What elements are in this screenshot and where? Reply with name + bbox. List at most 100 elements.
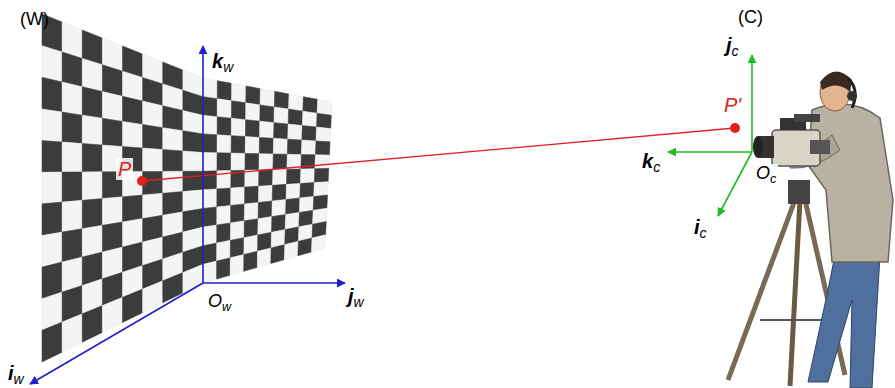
checker-square: [62, 82, 82, 115]
checker-square: [317, 99, 332, 115]
checker-square: [42, 141, 62, 173]
checker-square: [231, 136, 245, 154]
checker-square: [217, 240, 231, 261]
checker-square: [62, 112, 82, 144]
checker-square: [286, 198, 300, 215]
checker-square: [82, 306, 102, 343]
checker-square: [288, 124, 303, 140]
checker-square: [287, 139, 302, 154]
checker-square: [42, 322, 62, 362]
frame-name: (C): [738, 8, 763, 28]
checker-square: [62, 314, 82, 352]
checker-square: [272, 199, 286, 216]
checker-square: [271, 245, 285, 264]
checker-square: [246, 86, 261, 105]
checker-square: [300, 169, 314, 184]
checker-square: [245, 170, 259, 187]
point-name: P': [722, 94, 743, 116]
checker-square: [260, 105, 275, 123]
checker-square: [42, 202, 62, 235]
checker-square: [231, 204, 245, 223]
checker-square: [143, 125, 163, 150]
checker-square: [102, 297, 122, 332]
checker-square: [102, 92, 122, 122]
checker-square: [123, 121, 143, 148]
checker-square: [259, 137, 273, 154]
checker-square: [203, 243, 217, 264]
checker-square: [314, 182, 328, 197]
checker-square: [123, 195, 143, 222]
checker-square: [82, 87, 102, 119]
checker-square: [273, 154, 287, 170]
checker-square: [183, 131, 203, 153]
axis-name: jw: [348, 285, 364, 311]
checker-square: [299, 196, 313, 212]
checker-square: [300, 183, 314, 198]
checker-square: [203, 134, 217, 153]
checker-square: [313, 195, 327, 210]
checker-square: [62, 172, 82, 202]
checker-square: [82, 58, 102, 91]
checker-square: [163, 128, 183, 151]
checker-square: [42, 172, 62, 204]
checker-square: [244, 202, 258, 220]
checker-square: [302, 126, 317, 141]
checker-square: [274, 91, 289, 109]
checker-square: [123, 96, 143, 124]
checker-square: [245, 153, 259, 170]
checker-square: [203, 171, 217, 190]
checker-square: [163, 150, 183, 172]
checker-square: [217, 223, 231, 243]
checker-square: [245, 186, 259, 204]
axis-name: jc: [726, 34, 739, 60]
checkerboard: [42, 14, 332, 362]
checker-square: [82, 115, 102, 145]
checker-square: [217, 99, 231, 119]
checker-square: [203, 225, 217, 246]
checker-square: [245, 120, 259, 138]
checker-square: [217, 205, 231, 225]
checker-square: [258, 217, 272, 235]
checker-square: [231, 118, 245, 136]
checker-square: [317, 113, 332, 128]
checker-square: [259, 170, 273, 187]
checker-square: [232, 83, 246, 103]
checker-square: [231, 153, 245, 170]
checker-square: [245, 137, 259, 154]
checker-square: [217, 117, 231, 136]
checker-square: [274, 123, 289, 140]
checker-square: [311, 235, 325, 252]
checker-square: [62, 142, 82, 172]
checker-square: [259, 121, 273, 138]
checker-square: [217, 81, 231, 101]
checker-square: [42, 46, 62, 82]
checker-square: [273, 169, 287, 185]
checker-square: [203, 78, 217, 99]
checker-square: [82, 199, 102, 229]
checker-square: [203, 207, 217, 227]
checker-square: [102, 222, 122, 252]
checker-square: [82, 225, 102, 257]
checker-square: [315, 155, 330, 169]
checker-square: [303, 97, 318, 114]
checker-square: [183, 190, 203, 212]
checker-square: [230, 221, 244, 241]
checker-square: [42, 232, 62, 267]
checker-square: [82, 172, 102, 201]
checker-square: [62, 229, 82, 262]
checker-square: [244, 251, 258, 271]
checker-square: [286, 169, 300, 184]
checker-square: [231, 187, 245, 205]
checker-square: [123, 289, 143, 322]
axis-name: kc: [642, 150, 660, 176]
checker-square: [244, 219, 258, 238]
checker-square: [102, 197, 122, 226]
checker-square: [82, 144, 102, 172]
checker-square: [203, 189, 217, 209]
checker-square: [315, 141, 330, 155]
checker-square: [183, 151, 203, 171]
checker-square: [302, 111, 317, 127]
checker-square: [183, 171, 203, 191]
